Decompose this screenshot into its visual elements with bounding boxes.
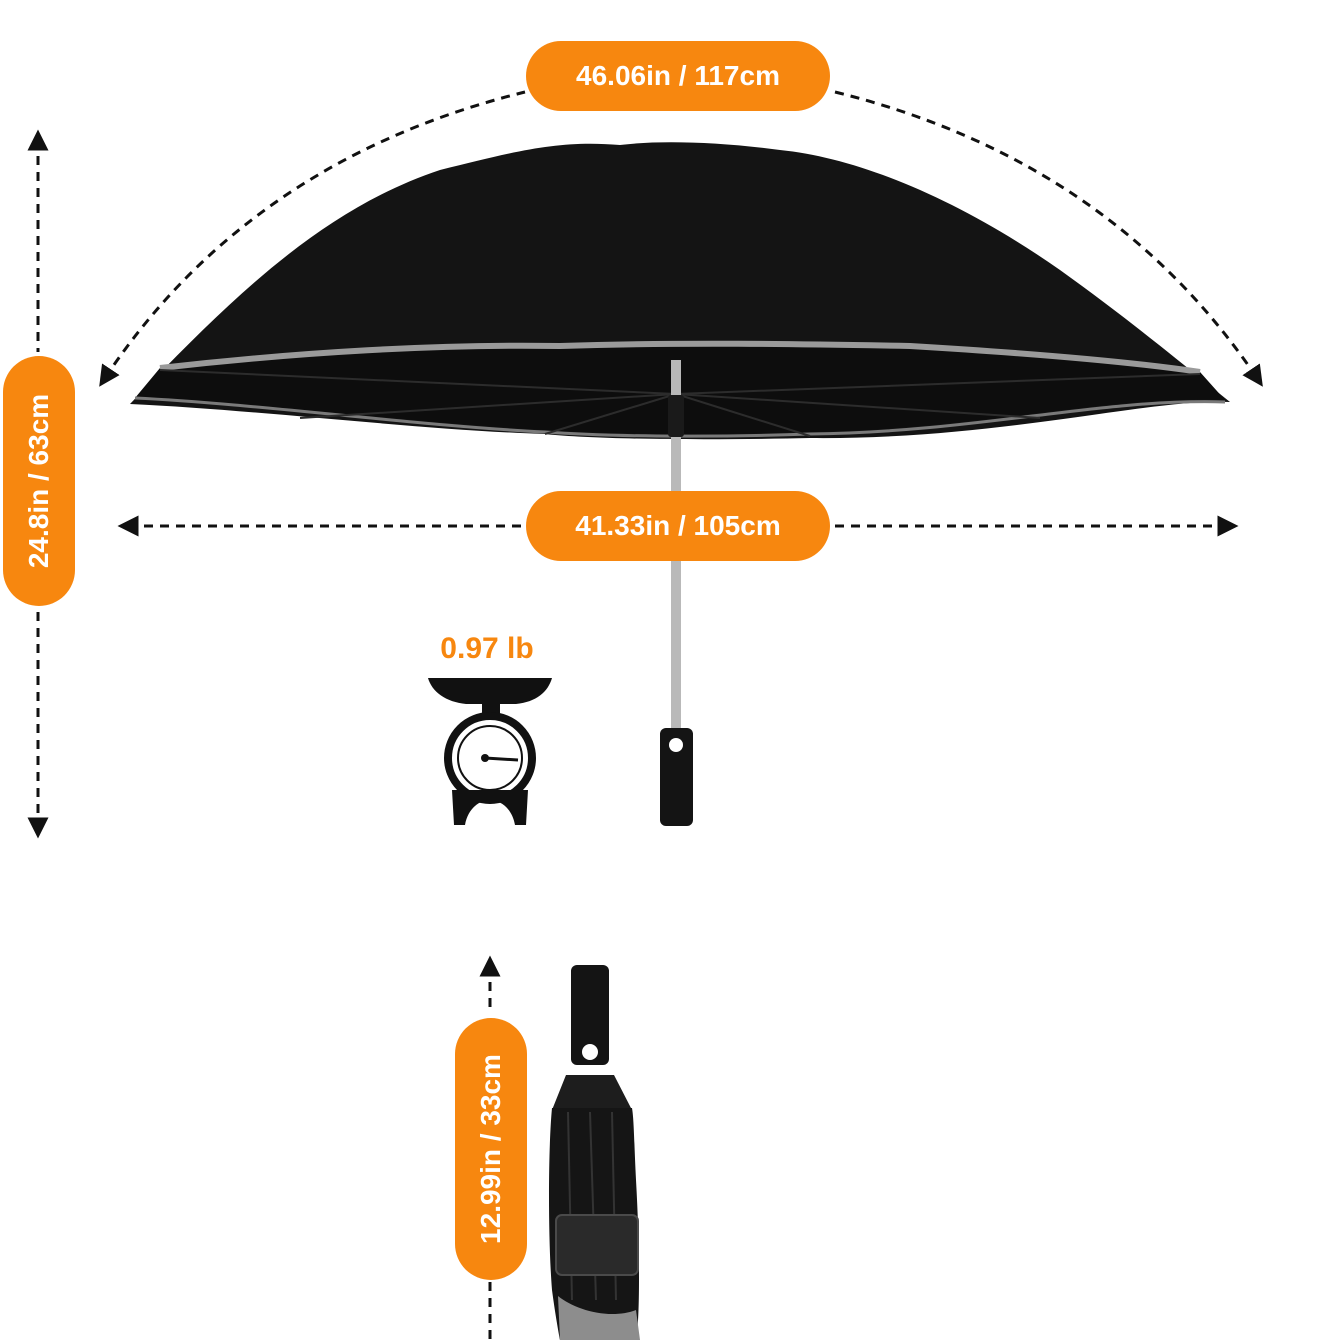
- handle-button: [669, 738, 683, 752]
- arc-dimension-line-right: [834, 90, 1263, 387]
- reflective-trim: [159, 340, 1201, 375]
- arc-length-label: 46.06in / 117cm: [576, 60, 780, 91]
- folded-length-badge: 12.99in / 33cm: [455, 1018, 527, 1280]
- arc-length-badge: 46.06in / 117cm: [526, 41, 830, 111]
- reflective-trim-lower: [134, 396, 1226, 438]
- open-height-label: 24.8in / 63cm: [23, 393, 54, 569]
- folded-trim: [558, 1296, 640, 1340]
- folded-strap: [555, 1214, 639, 1276]
- weighing-scale-icon: [428, 678, 552, 825]
- open-umbrella: [130, 142, 1230, 826]
- shaft-collar: [668, 395, 684, 437]
- arc-dimension-line: [99, 90, 526, 387]
- folded-handle: [571, 965, 609, 1065]
- folded-handle-button: [582, 1044, 598, 1060]
- folded-umbrella: [549, 965, 640, 1340]
- umbrella-handle: [660, 728, 693, 826]
- folded-cap: [552, 1075, 632, 1110]
- open-diameter-label: 41.33in / 105cm: [575, 510, 781, 541]
- open-height-badge: 24.8in / 63cm: [3, 356, 75, 606]
- folded-length-label: 12.99in / 33cm: [475, 1054, 506, 1244]
- open-diameter-badge: 41.33in / 105cm: [526, 491, 830, 561]
- weight-label: 0.97 lb: [440, 632, 534, 665]
